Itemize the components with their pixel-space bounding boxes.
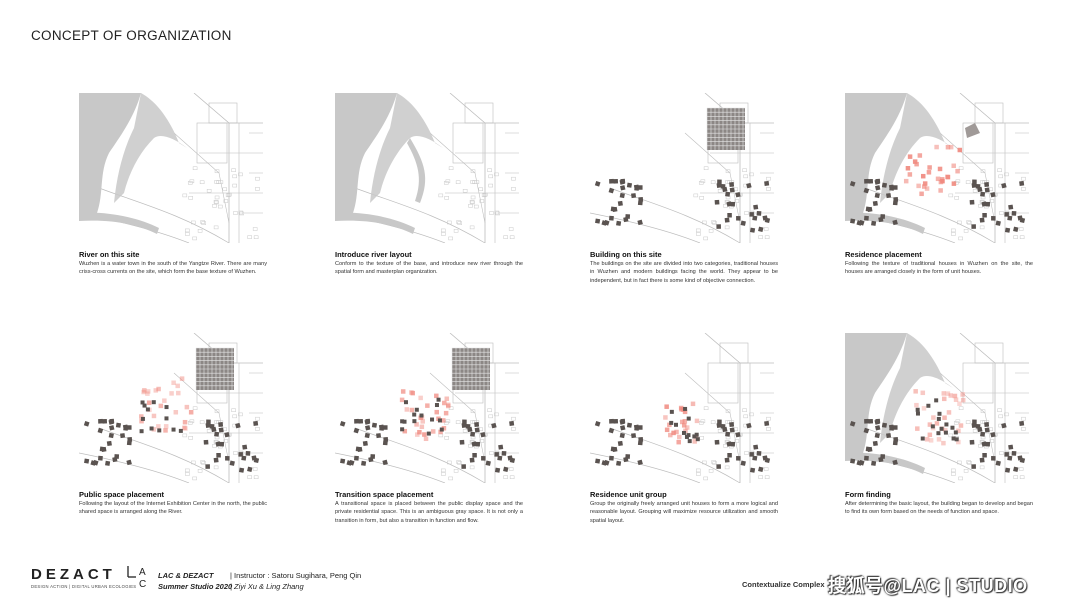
site-diagram-image xyxy=(590,93,774,243)
panel-description: Wuzhen is a water town in the south of t… xyxy=(79,261,267,276)
panel-description: Group the originally freely arranged uni… xyxy=(590,501,778,524)
watermark: 搜狐号@LAC | STUDIO xyxy=(828,576,1028,596)
panel-description: Conform to the texture of the base, and … xyxy=(335,261,523,276)
site-diagram-image xyxy=(79,333,263,483)
site-diagram-image xyxy=(590,333,774,483)
studio-info: LAC & DEZACT Summer Studio 2020 xyxy=(158,570,232,592)
site-diagram-image xyxy=(845,93,1029,243)
site-diagram-image xyxy=(335,93,519,243)
panel-title: Introduce river layout xyxy=(335,250,412,259)
site-diagram-building xyxy=(590,93,774,243)
panel-description: After determining the basic layout, the … xyxy=(845,501,1033,516)
panel-description: Following the layout of the Internet Exh… xyxy=(79,501,267,516)
panel-title: Transition space placement xyxy=(335,490,434,499)
site-diagram-image xyxy=(845,333,1029,483)
site-diagram-form xyxy=(845,333,1029,483)
page-title: CONCEPT OF ORGANIZATION xyxy=(31,28,232,43)
panel-title: Building on this site xyxy=(590,250,662,259)
panel-title: Form finding xyxy=(845,490,891,499)
context-label: Contextualize Complex xyxy=(742,580,825,589)
studio-name: LAC & DEZACT xyxy=(158,571,214,580)
panel-title: Residence placement xyxy=(845,250,922,259)
panel-description: The buildings on the site are divided in… xyxy=(590,261,778,284)
dezact-logo-subtitle: DESIGN ACTION | DIGITAL URBAN ECOLOGIES xyxy=(31,584,137,589)
site-diagram-public xyxy=(79,333,263,483)
panel-description: Following the texture of traditional hou… xyxy=(845,261,1033,276)
lac-logo: A C xyxy=(127,566,146,589)
dezact-logo: DEZACT xyxy=(31,566,116,583)
panel-description: A transitional space is placed between t… xyxy=(335,501,523,524)
panel-title: Residence unit group xyxy=(590,490,667,499)
site-diagram-image xyxy=(79,93,263,243)
svg-text:A: A xyxy=(139,567,146,578)
instructor-line: | Instructor : Satoru Sugihara, Peng Qin xyxy=(230,571,362,580)
site-diagram-transition xyxy=(335,333,519,483)
instructor-info: | Instructor : Satoru Sugihara, Peng Qin… xyxy=(230,570,361,592)
studio-season: Summer Studio 2020 xyxy=(158,582,233,591)
panel-title: River on this site xyxy=(79,250,140,259)
svg-text:C: C xyxy=(139,579,146,589)
site-diagram-image xyxy=(335,333,519,483)
students-line: | Ziyi Xu & Ling Zhang xyxy=(230,582,304,591)
panel-title: Public space placement xyxy=(79,490,165,499)
site-diagram-residence xyxy=(845,93,1029,243)
site-diagram-river xyxy=(79,93,263,243)
site-diagram-group xyxy=(590,333,774,483)
site-diagram-river2 xyxy=(335,93,519,243)
